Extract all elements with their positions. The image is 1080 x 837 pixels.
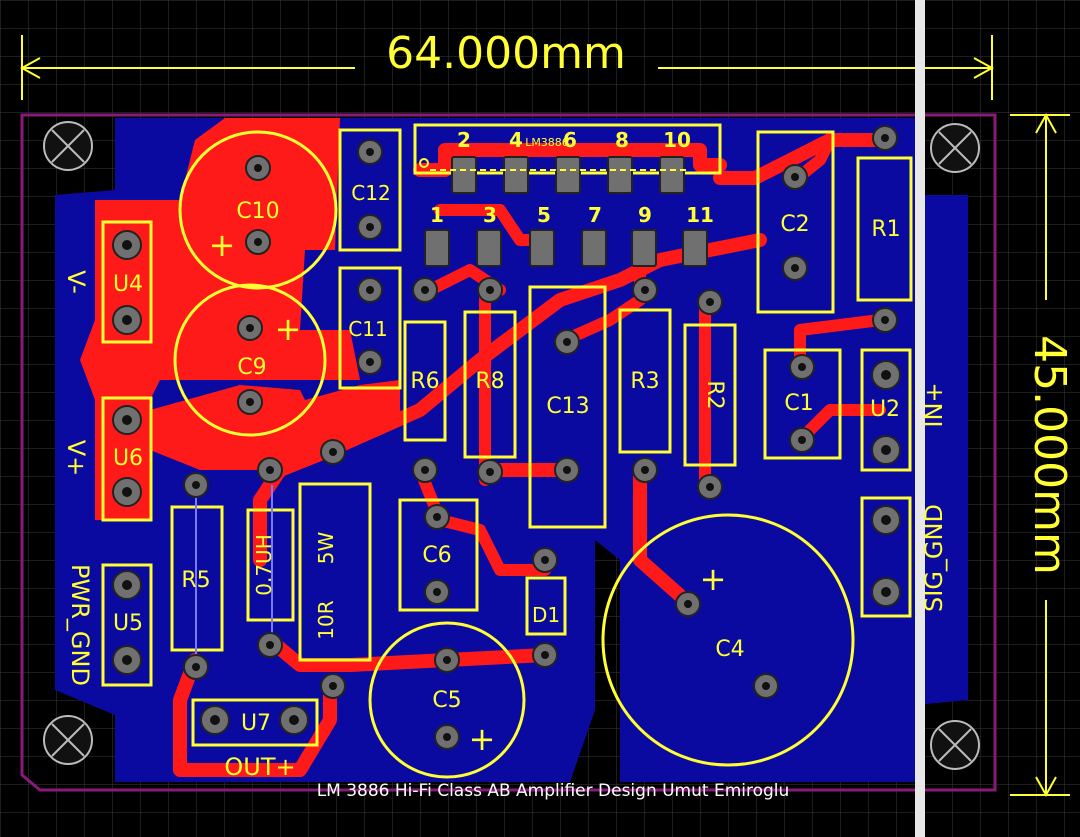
pad-inductor [257, 457, 283, 658]
ic-pin-label-6: 6 [563, 128, 577, 152]
r2-outline [683, 323, 737, 467]
c9-plus-mark: + [275, 310, 302, 348]
label-c9: C9 [237, 355, 266, 380]
mounting-hole-top-left [43, 121, 93, 171]
c5-outline [368, 621, 526, 779]
ic-pin-label-2: 2 [457, 128, 471, 152]
ic-pin-label-11: 11 [686, 203, 714, 227]
pad-holes [122, 134, 891, 741]
ic-pin-label-1: 1 [430, 203, 444, 227]
label-c1: C1 [784, 391, 813, 416]
c11-outline [338, 266, 402, 390]
label-u2: U2 [870, 397, 900, 422]
pad-power-res [320, 439, 346, 699]
ic-pads [424, 156, 708, 267]
view-divider [915, 0, 925, 837]
c12-outline [338, 128, 402, 252]
label-c12: C12 [351, 181, 390, 205]
ic-pin-label-7: 7 [588, 203, 602, 227]
power-res-outline [298, 482, 372, 662]
ic-pin-label-5: 5 [537, 203, 551, 227]
mounting-hole-top-right [930, 123, 980, 173]
pad-r5 [183, 472, 209, 680]
silkscreen-outlines [101, 123, 913, 779]
ic-pin-label-4: 4 [509, 128, 523, 152]
label-v-minus: V- [62, 270, 90, 294]
ic-pin-label-3: 3 [483, 203, 497, 227]
sig-gnd-outline [860, 496, 912, 618]
r6-outline [403, 320, 447, 442]
c5-plus-mark: + [469, 720, 496, 758]
ic-pin1-marker [419, 158, 429, 168]
label-power-res-ohm: 10R [314, 600, 338, 639]
label-c11: C11 [348, 317, 387, 341]
ic-pin-label-8: 8 [615, 128, 629, 152]
label-in-plus: IN+ [920, 382, 948, 427]
label-r6: R6 [410, 369, 439, 394]
c2-outline [756, 130, 835, 314]
label-u5: U5 [113, 611, 143, 636]
u2-outline [860, 348, 912, 472]
label-r8: R8 [475, 369, 504, 394]
label-u4: U4 [113, 272, 143, 297]
board-title: LM 3886 Hi-Fi Class AB Amplifier Design … [317, 781, 790, 801]
label-inductor: 0.7UH [252, 534, 276, 595]
ic-name-label: LM3886 [525, 136, 569, 149]
u4-outline [101, 220, 153, 344]
c10-plus-mark: + [209, 226, 236, 264]
r1-outline [856, 156, 913, 302]
c10-outline [178, 130, 338, 290]
label-c10: C10 [236, 199, 279, 224]
d1-outline [525, 576, 567, 636]
ic-pin-label-10: 10 [663, 128, 691, 152]
label-r1: R1 [871, 217, 900, 242]
label-out-plus: OUT+ [224, 753, 295, 781]
label-c4: C4 [715, 637, 744, 662]
label-c13: C13 [546, 394, 589, 419]
label-sig-gnd: SIG_GND [920, 504, 948, 612]
r8-outline [463, 310, 517, 459]
label-u6: U6 [113, 446, 143, 471]
label-r5: R5 [181, 568, 210, 593]
width-dimension-label: 64.000mm [386, 28, 626, 79]
label-v-plus: V+ [62, 440, 90, 477]
label-pwr-gnd: PWR_GND [66, 564, 94, 686]
u7-outline [191, 698, 319, 747]
dimension-lines [19, 35, 1070, 798]
c4-outline [601, 513, 855, 767]
label-u7: U7 [241, 711, 271, 736]
c9-outline [173, 283, 327, 437]
height-dimension-label: 45.000mm [1024, 335, 1075, 575]
label-c5: C5 [432, 688, 461, 713]
label-r2: R2 [702, 380, 727, 409]
c1-outline [763, 348, 842, 460]
mounting-hole-bottom-left [43, 715, 93, 765]
mounting-holes [43, 121, 980, 770]
mounting-hole-bottom-right [930, 720, 980, 770]
ic-pin-label-9: 9 [638, 203, 652, 227]
label-c2: C2 [780, 212, 809, 237]
board-outline [20, 113, 997, 792]
u5-outline [101, 563, 153, 687]
c4-plus-mark: + [700, 560, 727, 598]
pad-u7 [200, 705, 309, 735]
copper-pour-pos-rail [150, 380, 400, 470]
inductor-outline [246, 508, 295, 622]
c13-outline [528, 285, 607, 529]
label-power-res-watt: 5W [314, 532, 338, 565]
label-c6: C6 [422, 543, 451, 568]
label-d1: D1 [532, 603, 560, 627]
label-r3: R3 [630, 369, 659, 394]
u6-outline [101, 396, 153, 522]
r3-outline [618, 308, 672, 454]
c6-outline [398, 498, 479, 612]
